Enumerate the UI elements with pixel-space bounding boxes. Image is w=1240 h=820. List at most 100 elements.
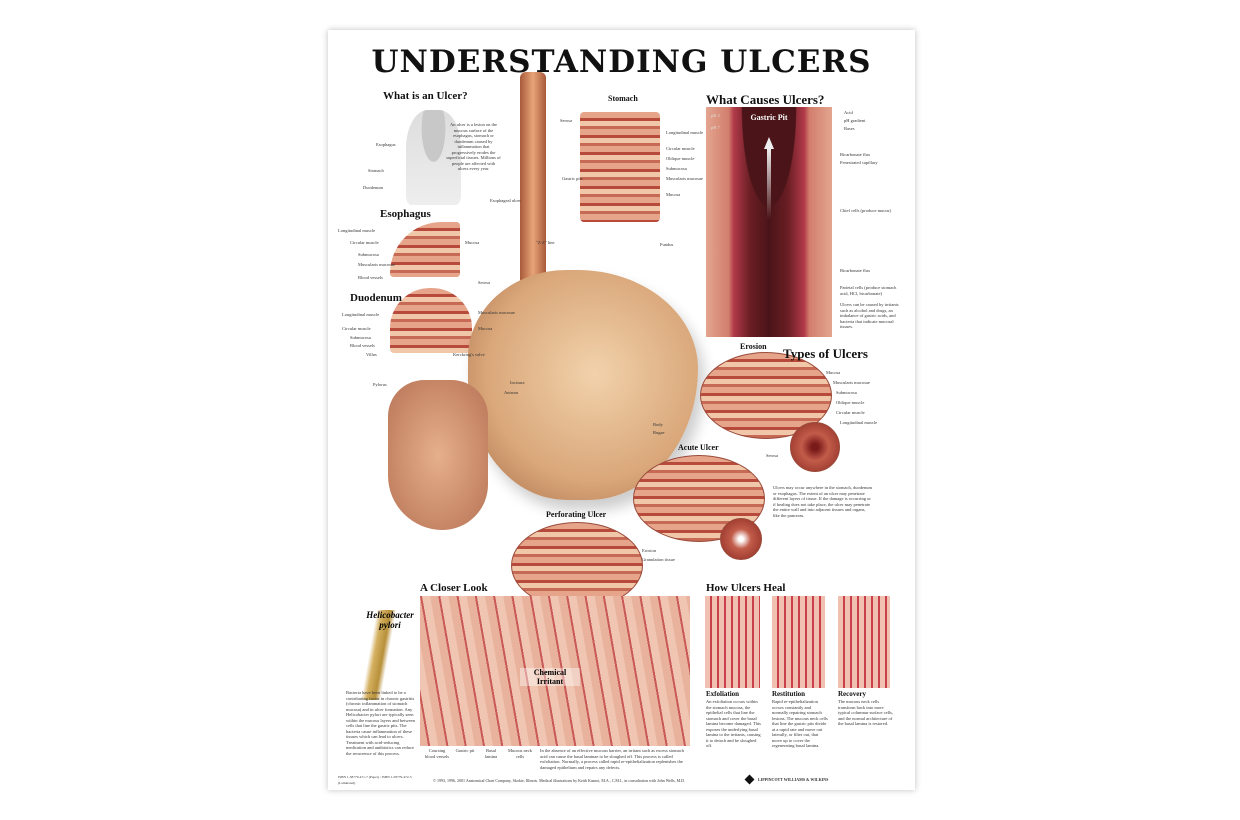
label: Pylorus: [373, 382, 387, 387]
publisher-logo: [744, 774, 755, 785]
label: Mucosa: [826, 370, 841, 375]
arrow-up-icon: [764, 137, 774, 149]
label: Mucosa: [465, 240, 480, 245]
label: Mucosa: [478, 326, 493, 331]
label: Oblique muscle: [836, 400, 865, 405]
label: Mucosa: [666, 192, 681, 197]
restitution-text: Rapid re-epithelialization occurs consta…: [772, 699, 828, 748]
label: Serosa: [478, 280, 490, 285]
duodenum-cross-section: [390, 288, 472, 353]
label: Longitudinal muscle: [338, 228, 376, 233]
causes-text: Ulcers can be caused by irritants such a…: [840, 302, 899, 329]
label: Villus: [366, 352, 377, 357]
duodenum-heading: Duodenum: [350, 292, 402, 304]
label: Oblique muscle: [666, 156, 695, 161]
exfoliation-text: An exfoliation occurs within the stomach…: [706, 699, 761, 748]
label: Submucosa: [666, 166, 687, 171]
label: Bicarbonate flux: [840, 268, 871, 273]
recovery-title: Recovery: [838, 690, 866, 698]
label: Incisura: [510, 380, 525, 385]
label: "Z-Z" line: [536, 240, 555, 245]
esophagus-heading: Esophagus: [380, 208, 431, 220]
closer-heading: A Closer Look: [420, 582, 488, 594]
label: Muscularis mucosae: [478, 310, 515, 315]
ulcer-poster: UNDERSTANDING ULCERS What is an Ulcer? A…: [328, 30, 915, 790]
closer-look-illustration: Chemical Irritant: [420, 596, 690, 746]
label: Muscularis mucosae: [358, 262, 395, 267]
label: Erosion: [642, 548, 656, 553]
duodenum-illustration: [388, 380, 488, 530]
causes-heading: What Causes Ulcers?: [706, 92, 825, 107]
types-text: Ulcers may occur anywhere in the stomach…: [773, 485, 872, 518]
acid-flow-arrow: [767, 149, 771, 219]
label: Duodenum: [363, 185, 383, 190]
label: Submucosa: [358, 252, 379, 257]
types-heading: Types of Ulcers: [783, 346, 868, 361]
closer-bottom-text: In the absence of an effective mucous ba…: [540, 748, 684, 770]
label: Coursing blood vessels: [424, 748, 450, 759]
label: Longitudinal muscle: [840, 420, 878, 425]
closer-left-text: Bacteria have been linked to be a contri…: [346, 690, 415, 756]
helicobacter-label: Helicobacter pylori: [366, 610, 414, 630]
label: Granulation tissue: [642, 557, 675, 562]
body-silhouette: [406, 110, 461, 205]
gastric-pit-title: Gastric Pit: [750, 113, 788, 122]
stomach-heading: Stomach: [608, 94, 638, 103]
label: Fundus: [660, 242, 674, 247]
erosion-endoscopy: [790, 422, 840, 472]
label: Blood vessels: [350, 343, 375, 348]
label: Circular muscle: [836, 410, 865, 415]
what-is-text: An ulcer is a lesion on the mucous surfa…: [446, 122, 501, 171]
label: Basal lamina: [484, 748, 498, 759]
acute-heading: Acute Ulcer: [678, 443, 719, 452]
label: Submucosa: [836, 390, 857, 395]
esophagus-cross-section: [390, 222, 460, 277]
exfoliation-illustration: [705, 596, 760, 688]
label: Esophagus: [376, 142, 396, 147]
label: Acid: [844, 110, 853, 115]
label: Gastric pits: [562, 176, 583, 181]
copyright: © 1993, 1996, 2001 Anatomical Chart Comp…: [433, 778, 686, 783]
label: Serosa: [766, 453, 778, 458]
label: Longitudinal muscle: [666, 130, 704, 135]
label: Circular muscle: [342, 326, 371, 331]
erosion-heading: Erosion: [740, 342, 767, 351]
what-is-heading: What is an Ulcer?: [383, 90, 468, 102]
label: Rugae: [653, 430, 665, 435]
gastric-pit-panel: Gastric Pit pH 2 pH 7: [706, 107, 832, 337]
label: Serosa: [560, 118, 572, 123]
label: Blood vessels: [358, 275, 383, 280]
label: Antrum: [504, 390, 518, 395]
isbn: ISBN 1-58779-471-7 (Paper) / ISBN 1-5877…: [338, 775, 412, 785]
heal-heading: How Ulcers Heal: [706, 582, 786, 594]
poster-title: UNDERSTANDING ULCERS: [371, 44, 872, 80]
chemical-irritant-label: Chemical Irritant: [520, 668, 580, 686]
stomach-illustration: [468, 270, 698, 500]
label: Longitudinal muscle: [342, 312, 380, 317]
label: Gastric pit: [455, 748, 475, 753]
label: Submucosa: [350, 335, 371, 340]
recovery-text: The mucous neck cells transform back int…: [838, 699, 893, 726]
stomach-wall-section: [580, 112, 660, 222]
label: Mucous neck cells: [507, 748, 533, 759]
label: pH 2: [711, 113, 720, 118]
label: Circular muscle: [350, 240, 379, 245]
label: pH 7: [711, 125, 720, 130]
label: Bases: [844, 126, 855, 131]
label: Muscularis mucosae: [666, 176, 703, 181]
label: Stomach: [368, 168, 384, 173]
label: Body: [653, 422, 663, 427]
label: Esophageal ulcer: [490, 198, 521, 203]
label: Bicarbonate flux: [840, 152, 871, 157]
label: Parietal cells (produce stomach acid, HC…: [840, 285, 897, 296]
recovery-illustration: [838, 596, 890, 688]
label: Fenestrated capillary: [840, 160, 878, 165]
acute-endoscopy: [720, 518, 762, 560]
perforating-heading: Perforating Ulcer: [546, 510, 607, 519]
label: pH gradient: [844, 118, 866, 123]
publisher: LIPPINCOTT WILLIAMS & WILKINS: [758, 777, 829, 782]
label: Kerckring's valve: [453, 352, 485, 357]
label: Chief cells (produce mucus): [840, 208, 891, 213]
label: Circular muscle: [666, 146, 695, 151]
exfoliation-title: Exfoliation: [706, 690, 740, 698]
